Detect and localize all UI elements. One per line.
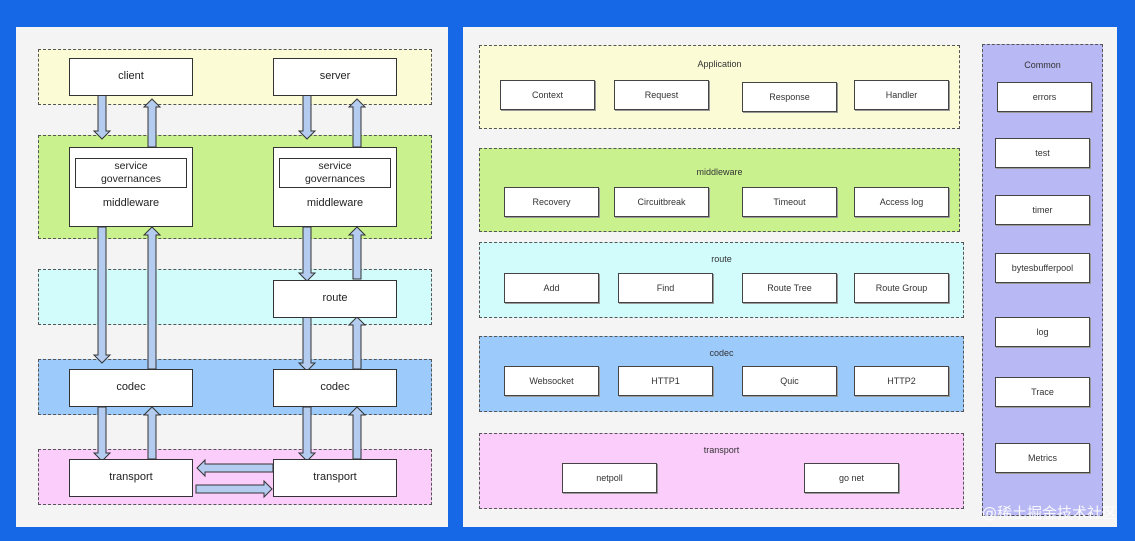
codec-item-http2: HTTP2 <box>854 366 949 396</box>
client-up-arrow <box>142 98 162 148</box>
route-component-layer: route Add Find Route Tree Route Group <box>479 242 964 318</box>
transport-right-arrow <box>195 479 273 499</box>
route-item-find: Find <box>618 273 713 303</box>
codec-transport-down-arrow-left <box>92 406 112 462</box>
transport-title: transport <box>703 445 740 455</box>
common-item-bytesbufferpool: bytesbufferpool <box>995 253 1090 283</box>
mw-route-down-arrow <box>297 226 317 282</box>
application-title: Application <box>697 59 742 69</box>
transport-component-layer: transport netpoll go net <box>479 433 964 509</box>
codec-item-http1: HTTP1 <box>618 366 713 396</box>
source-watermark: @稀土掘金技术社区 <box>981 504 1117 522</box>
codec-title: codec <box>709 348 734 358</box>
codec-route-up-arrow <box>347 316 367 370</box>
middleware-component-layer: middleware Recovery Circuitbreak Timeout… <box>479 148 960 232</box>
server-up-arrow <box>347 98 367 148</box>
codec-mw-up-arrow-left <box>142 226 162 370</box>
app-item-context: Context <box>500 80 595 110</box>
flow-arrows <box>92 94 367 499</box>
right-components-panel: Application Context Request Response Han… <box>463 27 1117 527</box>
common-item-errors: errors <box>997 82 1092 112</box>
common-item-log: log <box>995 317 1090 347</box>
route-title: route <box>711 254 732 264</box>
codec-component-layer: codec Websocket HTTP1 Quic HTTP2 <box>479 336 964 412</box>
route-codec-down-arrow <box>297 316 317 372</box>
service-governances-box-right: service governances <box>279 158 391 188</box>
mw-item-timeout: Timeout <box>742 187 837 217</box>
mw-item-circuitbreak: Circuitbreak <box>614 187 709 217</box>
middleware-label-right: middleware <box>306 196 364 209</box>
transport-box-left: transport <box>69 459 193 497</box>
transport-codec-up-arrow-right <box>347 406 367 460</box>
route-item-add: Add <box>504 273 599 303</box>
codec-transport-down-arrow-right <box>297 406 317 462</box>
service-governances-box-left: service governances <box>75 158 187 188</box>
transport-box-right: transport <box>273 459 397 497</box>
server-down-arrow <box>297 94 317 140</box>
app-item-request: Request <box>614 80 709 110</box>
route-mw-up-arrow <box>347 226 367 280</box>
common-item-timer: timer <box>995 195 1090 225</box>
codec-item-websocket: Websocket <box>504 366 599 396</box>
transport-item-go-net: go net <box>804 463 899 493</box>
codec-item-quic: Quic <box>742 366 837 396</box>
left-architecture-panel: client server middleware service governa… <box>16 27 448 527</box>
application-component-layer: Application Context Request Response Han… <box>479 45 960 129</box>
app-item-response: Response <box>742 82 837 112</box>
transport-codec-up-arrow-left <box>142 406 162 460</box>
route-box: route <box>273 280 397 318</box>
codec-box-right: codec <box>273 369 397 407</box>
route-item-route-tree: Route Tree <box>742 273 837 303</box>
common-item-trace: Trace <box>995 377 1090 407</box>
mw-item-recovery: Recovery <box>504 187 599 217</box>
codec-box-left: codec <box>69 369 193 407</box>
mw-codec-down-arrow-left <box>92 226 112 364</box>
common-title: Common <box>1024 60 1061 70</box>
app-item-handler: Handler <box>854 80 949 110</box>
middleware-title: middleware <box>696 167 743 177</box>
common-item-metrics: Metrics <box>995 443 1090 473</box>
client-down-arrow <box>92 94 112 140</box>
common-component-layer: Common errors test timer bytesbufferpool… <box>982 44 1103 516</box>
transport-item-netpoll: netpoll <box>562 463 657 493</box>
server-box: server <box>273 58 397 96</box>
mw-item-access-log: Access log <box>854 187 949 217</box>
route-item-route-group: Route Group <box>854 273 949 303</box>
middleware-label-left: middleware <box>102 196 160 209</box>
common-item-test: test <box>995 138 1090 168</box>
transport-left-arrow <box>196 458 274 478</box>
client-box: client <box>69 58 193 96</box>
